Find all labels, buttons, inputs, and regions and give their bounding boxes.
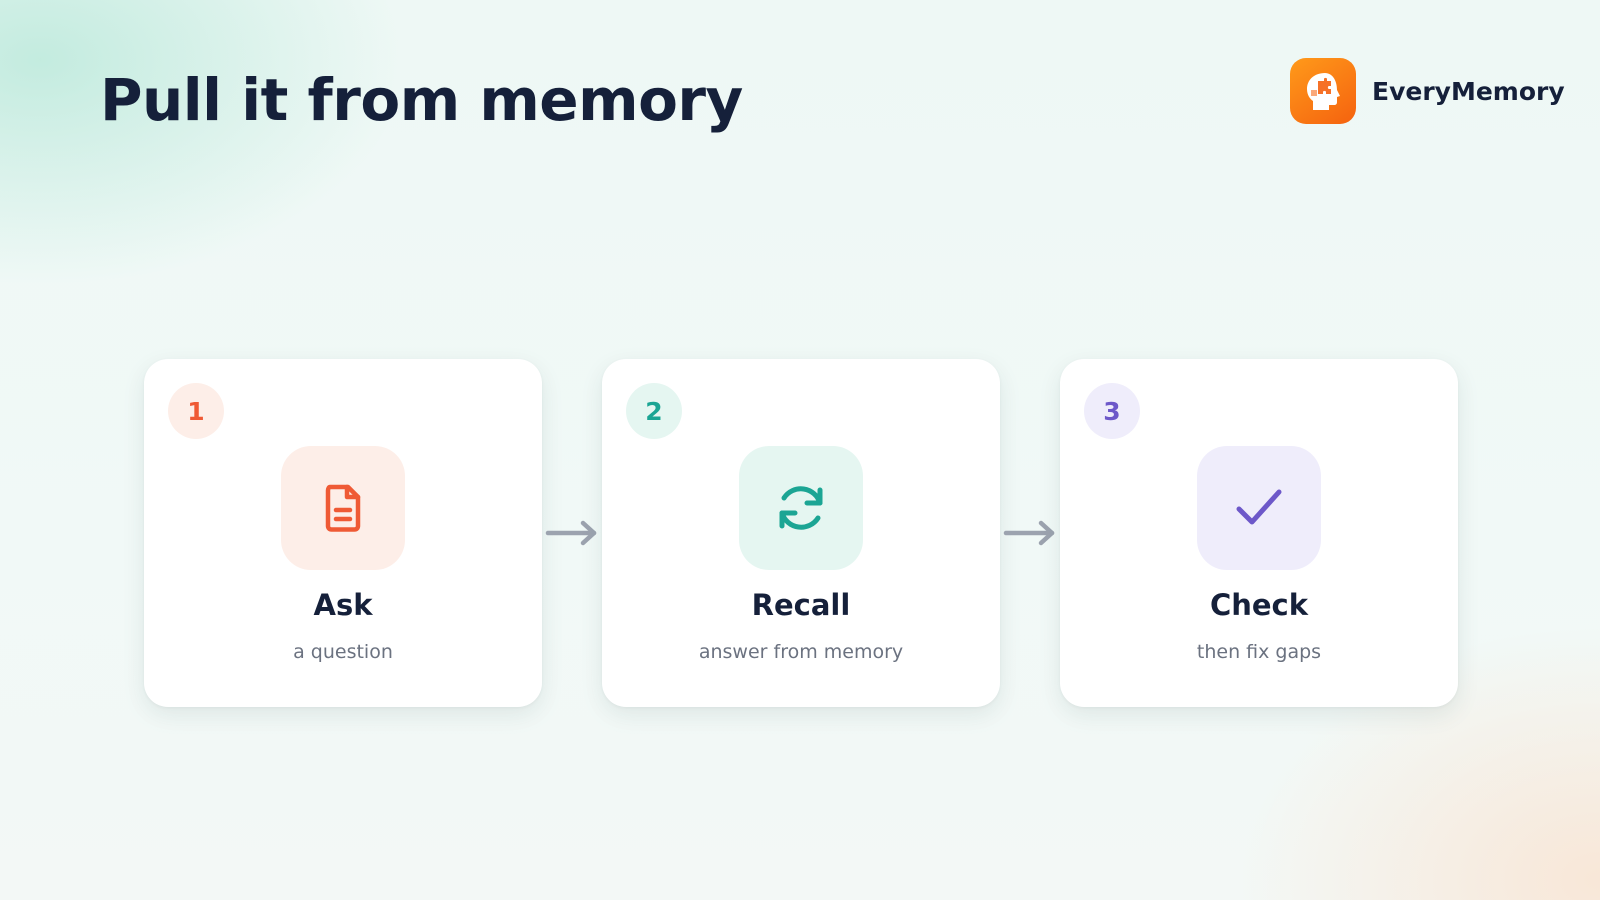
brand-logo xyxy=(1290,58,1356,124)
step-icon-tile xyxy=(281,446,405,570)
step-icon-tile xyxy=(739,446,863,570)
step-card-ask: 1 Ask a question xyxy=(144,359,542,707)
arrow-right-icon xyxy=(1003,520,1055,546)
brand-name: EveryMemory xyxy=(1372,76,1565,106)
step-icon-tile xyxy=(1197,446,1321,570)
step-subtitle: a question xyxy=(293,641,393,663)
brand: EveryMemory xyxy=(1290,58,1565,124)
step-title: Recall xyxy=(751,588,851,622)
step-card-recall: 2 Recall answer from memory xyxy=(602,359,1000,707)
step-title: Check xyxy=(1209,588,1309,622)
step-number-badge: 3 xyxy=(1084,383,1140,439)
checkmark-icon xyxy=(1236,489,1282,525)
arrow-right-icon xyxy=(545,520,597,546)
refresh-icon xyxy=(779,486,823,530)
slide-title: Pull it from memory xyxy=(100,66,743,134)
step-subtitle: answer from memory xyxy=(698,641,904,663)
document-icon xyxy=(325,484,361,532)
step-number-badge: 1 xyxy=(168,383,224,439)
step-card-check: 3 Check then fix gaps xyxy=(1060,359,1458,707)
step-subtitle: then fix gaps xyxy=(1196,641,1322,663)
step-number-badge: 2 xyxy=(626,383,682,439)
head-puzzle-icon xyxy=(1307,73,1340,110)
step-title: Ask xyxy=(313,588,373,622)
